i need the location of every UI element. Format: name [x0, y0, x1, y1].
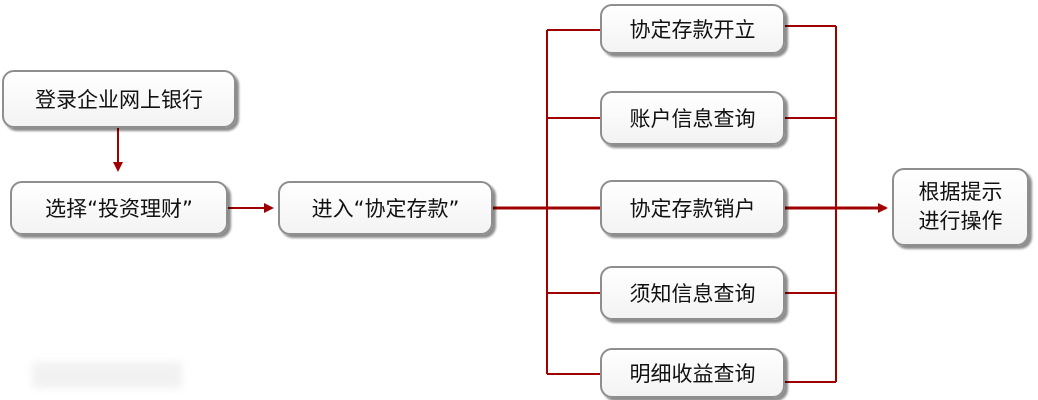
blurred-watermark: [32, 362, 182, 388]
node-follow-prompts: 根据提示 进行操作: [892, 168, 1029, 246]
node-login: 登录企业网上银行: [2, 70, 236, 128]
node-enter-agreement-deposit: 进入“协定存款”: [278, 181, 493, 235]
node-notice-info-query: 须知信息查询: [600, 266, 785, 320]
node-open-agreement-deposit: 协定存款开立: [600, 4, 785, 54]
node-close-agreement-deposit: 协定存款销户: [600, 180, 785, 235]
node-detail-income-query: 明细收益查询: [600, 348, 785, 398]
node-follow-prompts-line2: 进行操作: [918, 209, 1003, 233]
node-select-investment: 选择“投资理财”: [10, 181, 228, 235]
node-follow-prompts-line1: 根据提示: [918, 180, 1003, 204]
node-account-info-query: 账户信息查询: [600, 91, 785, 145]
